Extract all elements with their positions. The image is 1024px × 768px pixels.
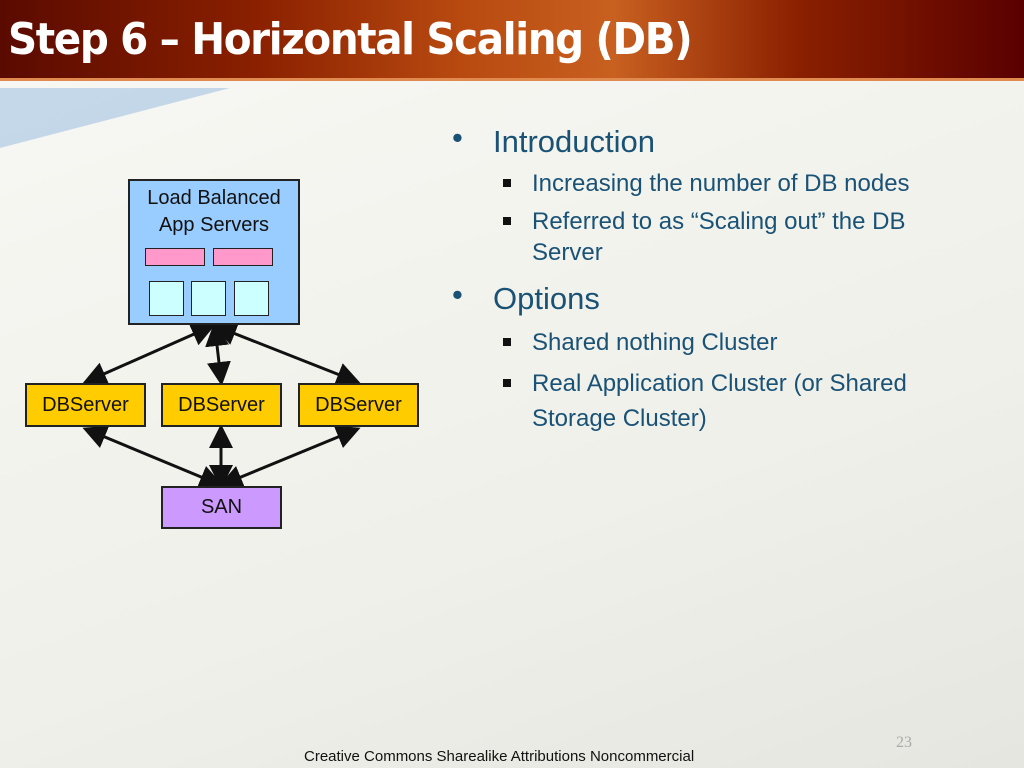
arrow-app-db2 <box>205 322 231 386</box>
db-server-box: DBServer <box>161 383 282 427</box>
bullet-dot-icon: • <box>452 277 463 312</box>
arrow-app-db1 <box>82 323 216 385</box>
load-balancer-bar <box>145 248 205 266</box>
title-bar: Step 6 – Horizontal Scaling (DB) <box>0 0 1024 78</box>
load-balancer-bar <box>213 248 273 266</box>
bullet-introduction: Introduction <box>493 124 655 159</box>
sub-bullet: Shared nothing Cluster <box>532 329 778 356</box>
footer-license: Creative Commons Sharealike Attributions… <box>304 748 695 765</box>
sub-bullet-continuation: Server <box>532 239 603 266</box>
app-server-node <box>234 281 269 316</box>
san-box: SAN <box>161 486 282 529</box>
sub-bullet-continuation: Storage Cluster) <box>532 405 707 432</box>
db-server-box: DBServer <box>298 383 419 427</box>
square-bullet-icon <box>503 217 511 225</box>
square-bullet-icon <box>503 179 511 187</box>
app-server-node <box>149 281 184 316</box>
arrow-db1-san <box>82 425 224 489</box>
app-label-line1: Load Balanced <box>147 187 281 209</box>
sub-bullet: Referred to as “Scaling out” the DB <box>532 208 906 235</box>
app-server-node <box>191 281 226 316</box>
arrow-app-db3 <box>212 322 361 386</box>
bullet-options: Options <box>493 281 600 316</box>
decorative-wedge <box>0 88 230 148</box>
arrow-db3-san <box>218 425 361 489</box>
title-divider <box>0 78 1024 81</box>
db-server-box: DBServer <box>25 383 146 427</box>
square-bullet-icon <box>503 338 511 346</box>
square-bullet-icon <box>503 379 511 387</box>
page-number: 23 <box>896 734 912 751</box>
sub-bullet: Real Application Cluster (or Shared <box>532 370 907 397</box>
slide-title: Step 6 – Horizontal Scaling (DB) <box>8 14 693 65</box>
app-label-line2: App Servers <box>158 214 270 236</box>
bullet-dot-icon: • <box>452 120 463 155</box>
sub-bullet: Increasing the number of DB nodes <box>532 170 910 197</box>
